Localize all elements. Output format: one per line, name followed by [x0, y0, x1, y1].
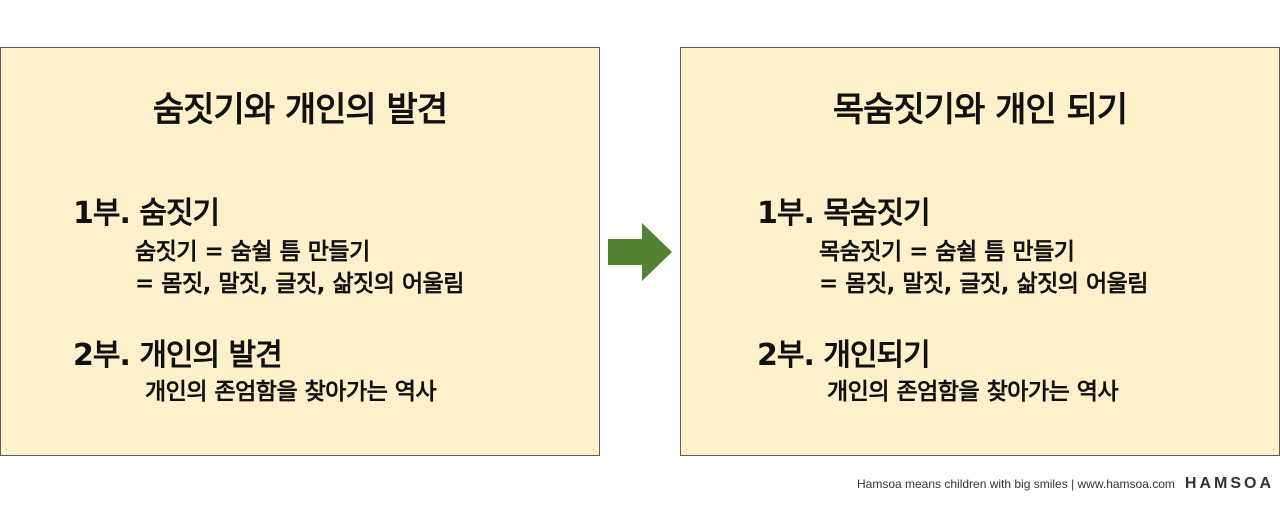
left-part1-line1: 숨짓기 = 숨쉴 틈 만들기	[135, 239, 370, 265]
left-concept-box: 숨짓기와 개인의 발견 1부. 숨짓기 숨짓기 = 숨쉴 틈 만들기 = 몸짓,…	[0, 47, 600, 456]
left-part1-line2: = 몸짓, 말짓, 글짓, 삶짓의 어울림	[135, 271, 464, 297]
left-part2-heading: 2부. 개인의 발견	[73, 338, 283, 373]
right-part2-heading: 2부. 개인되기	[757, 338, 931, 373]
footer-tagline: Hamsoa means children with big smiles | …	[856, 477, 1175, 491]
right-part1-line2: = 몸짓, 말짓, 글짓, 삶짓의 어울림	[819, 271, 1148, 297]
left-part2-line1: 개인의 존엄함을 찾아가는 역사	[145, 379, 437, 405]
right-arrow-icon	[608, 223, 672, 281]
left-box-title: 숨짓기와 개인의 발견	[152, 90, 448, 130]
right-part2-line1: 개인의 존엄함을 찾아가는 역사	[827, 379, 1119, 405]
right-part1-line1: 목숨짓기 = 숨쉴 틈 만들기	[819, 239, 1075, 265]
right-box-title: 목숨짓기와 개인 되기	[832, 90, 1128, 130]
left-part1-heading: 1부. 숨짓기	[73, 196, 220, 231]
right-concept-box: 목숨짓기와 개인 되기 1부. 목숨짓기 목숨짓기 = 숨쉴 틈 만들기 = 몸…	[680, 47, 1280, 456]
footer: Hamsoa means children with big smiles | …	[857, 474, 1274, 494]
hamsoa-logo: HAMSOA	[1184, 475, 1274, 492]
right-part1-heading: 1부. 목숨짓기	[757, 196, 931, 231]
